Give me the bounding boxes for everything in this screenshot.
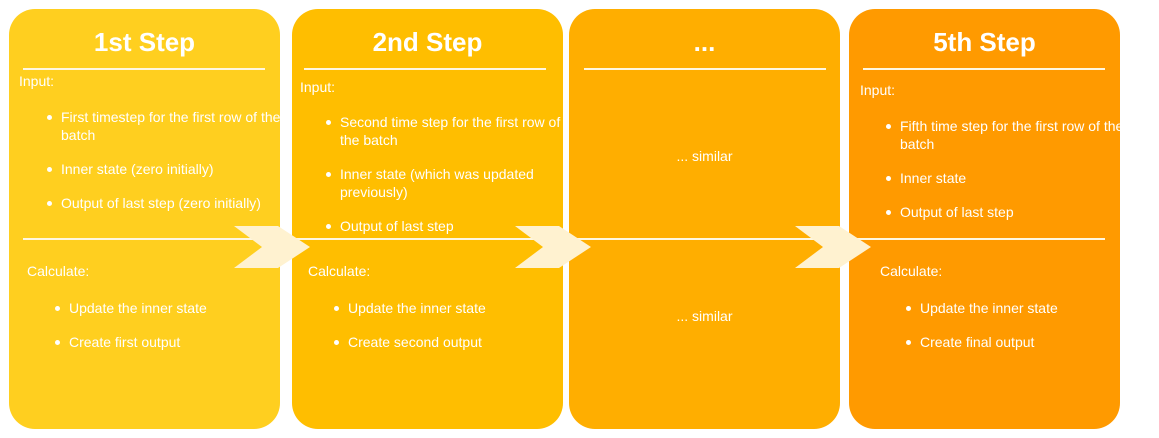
calculate-label: Calculate: <box>27 263 90 279</box>
input-list: First timestep for the first row of the … <box>39 108 291 228</box>
list-item: Create final output <box>906 333 1130 351</box>
list-item: Update the inner state <box>55 299 289 317</box>
section-divider <box>292 238 563 240</box>
step-title: 1st Step <box>93 27 196 57</box>
list-item: Inner state (which was updated previousl… <box>326 165 572 201</box>
title-divider <box>23 68 265 70</box>
list-item: Create second output <box>334 333 568 351</box>
section-divider <box>23 238 280 240</box>
list-item: Inner state (zero initially) <box>47 160 291 178</box>
section-divider <box>569 238 840 240</box>
calculate-list: Update the inner state Create second out… <box>326 299 568 367</box>
step-title: 5th Step <box>933 27 1036 57</box>
title-divider <box>304 68 546 70</box>
list-item: Output of last step (zero initially) <box>47 194 291 212</box>
step-card-2: 2nd Step Input: Second time step for the… <box>292 9 563 429</box>
step-title: 2nd Step <box>372 27 483 57</box>
step-title: ... <box>693 27 716 57</box>
step-card-3: ... ... similar ... similar <box>569 9 840 429</box>
chevron-arrow-icon <box>515 226 591 268</box>
list-item: First timestep for the first row of the … <box>47 108 291 144</box>
input-list: Fifth time step for the first row of the… <box>878 117 1132 237</box>
calculate-label: Calculate: <box>880 263 943 279</box>
input-similar-text: ... similar <box>676 148 733 164</box>
list-item: Update the inner state <box>334 299 568 317</box>
step-card-4: 5th Step Input: Fifth time step for the … <box>849 9 1123 429</box>
list-item: Fifth time step for the first row of the… <box>886 117 1132 153</box>
input-label: Input: <box>300 79 336 95</box>
list-item: Second time step for the first row of th… <box>326 113 572 149</box>
list-item: Output of last step <box>886 203 1132 221</box>
calculate-list: Update the inner state Create first outp… <box>47 299 289 367</box>
list-item: Update the inner state <box>906 299 1130 317</box>
list-item: Inner state <box>886 169 1132 187</box>
calculate-label: Calculate: <box>308 263 371 279</box>
input-label: Input: <box>19 73 55 89</box>
title-divider <box>584 68 826 70</box>
chevron-arrow-icon <box>234 226 310 268</box>
step-card-1: 1st Step Input: First timestep for the f… <box>9 9 280 429</box>
list-item: Create first output <box>55 333 289 351</box>
input-label: Input: <box>860 82 896 98</box>
calc-similar-text: ... similar <box>676 308 733 324</box>
section-divider <box>849 238 1105 240</box>
title-divider <box>863 68 1105 70</box>
list-item: Output of last step <box>326 217 572 235</box>
input-list: Second time step for the first row of th… <box>318 113 572 251</box>
chevron-arrow-icon <box>795 226 871 268</box>
calculate-list: Update the inner state Create final outp… <box>898 299 1130 367</box>
